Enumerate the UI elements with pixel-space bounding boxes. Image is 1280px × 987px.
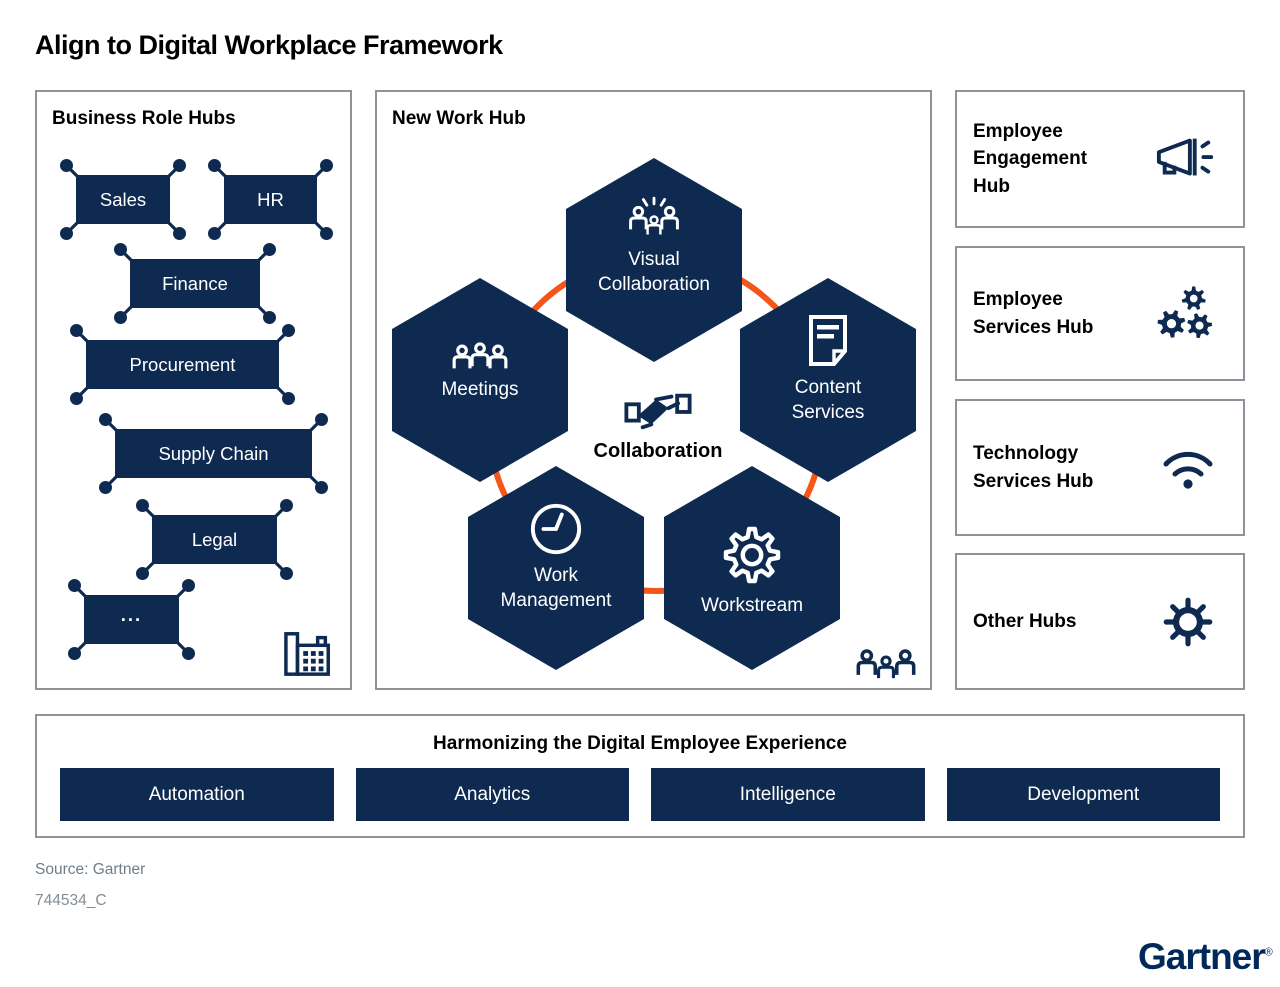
gartner-logo: Gartner® (1138, 936, 1273, 978)
audience-icon (452, 342, 508, 370)
chip-procurement: Procurement (70, 324, 295, 405)
hub-label: Employee Engagement Hub (973, 120, 1088, 197)
chip-legal: Legal (136, 499, 293, 580)
hex-label: Meetings (441, 379, 519, 400)
harmonizing-buttons: Automation Analytics Intelligence Develo… (37, 768, 1243, 821)
development-box: Development (946, 768, 1220, 821)
hub-other-hubs: Other Hubs (955, 553, 1245, 690)
chip-supply-chain: Supply Chain (99, 413, 328, 494)
collaboration-label: Collaboration (593, 440, 723, 462)
cog-icon (1163, 597, 1213, 646)
hex-label: Visual Collaboration (598, 249, 710, 296)
hex-content-meetings: Meetings (400, 338, 560, 402)
handshake-icon (624, 393, 692, 430)
chip-sales: Sales (60, 159, 186, 240)
new-work-hub-title: New Work Hub (392, 108, 526, 129)
chip-label: ... (120, 603, 143, 625)
chip-label: Procurement (129, 353, 236, 375)
business-role-hubs-panel: Business Role Hubs Sales HR Finance Proc… (35, 90, 352, 690)
intelligence-box: Intelligence (651, 768, 925, 821)
figure-id: 744534_C (35, 892, 107, 909)
gartner-logo-text: Gartner (1138, 936, 1266, 977)
hexagon-workstream (664, 466, 840, 670)
hub-technology-services: Technology Services Hub (955, 399, 1245, 536)
hub-label: Other Hubs (973, 610, 1077, 632)
hex-content-content-services: Content Services (748, 314, 908, 425)
chip-more: ... (68, 579, 195, 660)
hexagon-meetings (392, 278, 568, 482)
analytics-box: Analytics (355, 768, 629, 821)
chip-label: Finance (162, 272, 228, 294)
page-title: Align to Digital Workplace Framework (35, 30, 503, 60)
people-icon (856, 649, 916, 680)
chip-label: Legal (191, 528, 238, 550)
hex-label: Workstream (700, 595, 804, 616)
hex-label: Work Management (500, 565, 612, 612)
hexagon-diagram (392, 158, 916, 670)
hex-content-work-management: Work Management (476, 502, 636, 613)
harmonizing-bar: Harmonizing the Digital Employee Experie… (35, 714, 1245, 838)
hub-employee-engagement: Employee Engagement Hub (955, 90, 1245, 228)
megaphone-icon (1156, 138, 1214, 176)
chip-label: Supply Chain (158, 442, 269, 464)
chip-hr: HR (208, 159, 333, 240)
gears-icon (1157, 286, 1213, 338)
hex-content-workstream: Workstream (672, 524, 832, 618)
harmonizing-title: Harmonizing the Digital Employee Experie… (433, 733, 847, 754)
chip-label: Sales (99, 188, 147, 210)
gear-icon (723, 526, 781, 584)
hub-label: Employee Services Hub (973, 288, 1094, 338)
new-work-hub-panel: New Work Hub Visual Collaboration (375, 90, 932, 690)
clock-icon (530, 503, 582, 555)
building-icon (284, 632, 330, 676)
source-note: Source: Gartner (35, 861, 146, 878)
business-role-hubs-title: Business Role Hubs (52, 108, 236, 129)
document-icon (809, 315, 847, 366)
wifi-icon (1163, 451, 1213, 489)
hub-employee-services: Employee Services Hub (955, 246, 1245, 381)
hub-label: Technology Services Hub (973, 442, 1094, 492)
collaboration-center: Collaboration (578, 388, 738, 463)
hexagon-work-management (468, 466, 644, 670)
hexagon-content-services (740, 278, 916, 482)
registered-mark: ® (1264, 946, 1273, 959)
chip-finance: Finance (114, 243, 276, 324)
automation-box: Automation (60, 768, 334, 821)
hexagon-visual-collaboration (566, 158, 742, 362)
chip-label: HR (257, 188, 284, 210)
people-rays-icon (629, 196, 679, 236)
hex-content-visual-collaboration: Visual Collaboration (574, 196, 734, 297)
hex-label: Content Services (791, 377, 865, 424)
